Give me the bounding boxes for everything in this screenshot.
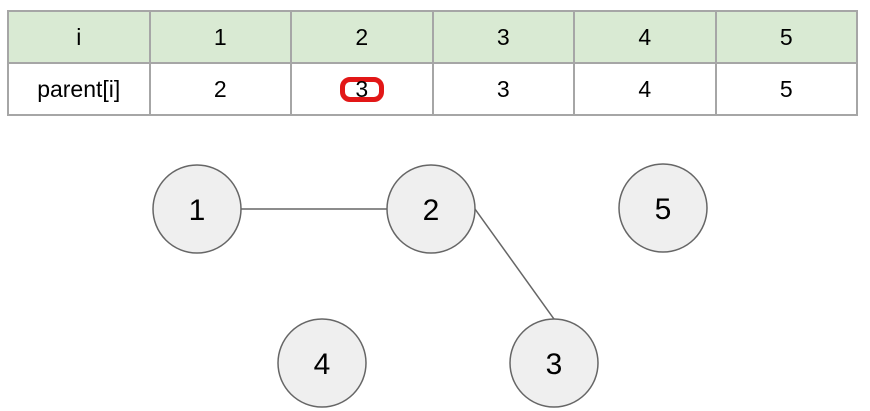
parent-row-label: parent[i] bbox=[7, 62, 151, 116]
node-2-circle bbox=[386, 164, 476, 254]
parent-array-table: i 1 2 3 4 5 parent[i] 2 3 3 4 5 bbox=[7, 10, 858, 116]
header-cell-1: 1 bbox=[148, 10, 292, 64]
header-cell-4: 4 bbox=[573, 10, 717, 64]
parent-cell-3: 3 bbox=[431, 62, 575, 116]
node-5-circle bbox=[618, 163, 708, 253]
graph-node-1: 1 bbox=[152, 164, 242, 254]
parent-cell-1: 2 bbox=[148, 62, 292, 116]
node-3-circle bbox=[509, 318, 599, 408]
node-2-label: 2 bbox=[423, 194, 440, 227]
graph-node-3: 3 bbox=[509, 318, 599, 408]
node-4-circle bbox=[277, 318, 367, 408]
graph-node-2: 2 bbox=[386, 164, 476, 254]
node-1-label: 1 bbox=[189, 194, 206, 227]
parent-cell-2: 3 bbox=[290, 62, 434, 116]
parent-cell-5: 5 bbox=[714, 62, 858, 116]
header-cell-5: 5 bbox=[714, 10, 858, 64]
parent-row: parent[i] 2 3 3 4 5 bbox=[7, 62, 858, 116]
node-3-label: 3 bbox=[546, 348, 563, 381]
header-row: i 1 2 3 4 5 bbox=[7, 10, 858, 64]
header-cell-i: i bbox=[7, 10, 151, 64]
highlight-box: 3 bbox=[339, 76, 384, 102]
header-cell-3: 3 bbox=[431, 10, 575, 64]
node-4-label: 4 bbox=[314, 348, 331, 381]
node-5-label: 5 bbox=[655, 193, 672, 226]
graph-node-4: 4 bbox=[277, 318, 367, 408]
parent-cell-4: 4 bbox=[573, 62, 717, 116]
graph-node-5: 5 bbox=[618, 163, 708, 253]
node-1-circle bbox=[152, 164, 242, 254]
edge-2-3 bbox=[474, 208, 555, 320]
header-cell-2: 2 bbox=[290, 10, 434, 64]
